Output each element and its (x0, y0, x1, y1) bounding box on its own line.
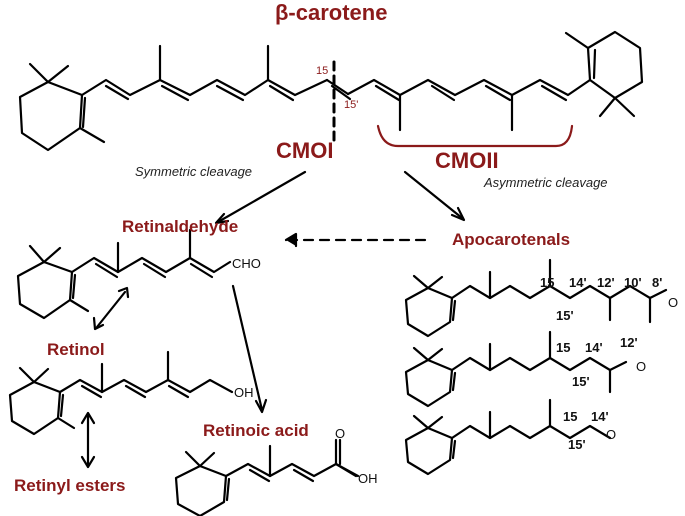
acid-carbonyl-o-label: O (335, 426, 346, 441)
retinol-oh-label: OH (234, 385, 254, 400)
symmetric-cleavage-label: Symmetric cleavage (135, 164, 253, 179)
apo1-label-8p: 8' (652, 275, 663, 290)
apo1-label-15p: 15' (556, 308, 574, 323)
apo2-label-12p: 12' (620, 335, 638, 350)
apo3-label-15: 15 (563, 409, 578, 424)
position-15p-label: 15' (344, 99, 359, 111)
apo2-label-14p: 14' (585, 340, 603, 355)
apo1-label-10p: 10' (624, 275, 642, 290)
retinyl-esters-label: Retinyl esters (14, 476, 126, 495)
apo1-o-label: O (668, 295, 679, 310)
apocarotenals-label: Apocarotenals (452, 230, 571, 249)
apo2-o-label: O (636, 359, 647, 374)
retinaldehyde-label: Retinaldehyde (122, 217, 239, 236)
cmo2-label: CMOII (435, 148, 499, 173)
beta-carotene-structure (18, 30, 644, 152)
retinaldehyde-structure (16, 228, 232, 320)
apo1-label-12p: 12' (597, 275, 615, 290)
acid-oh-label: OH (358, 471, 378, 486)
apo3-label-15p: 15' (568, 437, 586, 452)
apo1-label-15: 15 (540, 275, 555, 290)
cmo1-label: CMOI (276, 138, 334, 163)
apo3-o-label: O (606, 427, 617, 442)
retinoic-acid-structure (174, 438, 360, 516)
retinol-structure (8, 350, 234, 436)
retinol-label: Retinol (47, 340, 105, 359)
apocarotenal-structure-2 (404, 330, 628, 408)
retinoic-acid-label: Retinoic acid (203, 421, 309, 440)
apo1-label-14p: 14' (569, 275, 587, 290)
aldehyde-group-label: CHO (232, 256, 261, 271)
apo2-label-15p: 15' (572, 374, 590, 389)
diagram-title: β-carotene (275, 0, 388, 25)
apocarotenal-structure-3 (404, 398, 612, 476)
apo3-label-14p: 14' (591, 409, 609, 424)
position-15-label: 15 (316, 65, 329, 77)
asymmetric-cleavage-label: Asymmetric cleavage (484, 175, 608, 190)
apocarotenal-structure-1 (404, 258, 668, 338)
apo2-label-15: 15 (556, 340, 571, 355)
reaction-arrows (80, 170, 466, 469)
